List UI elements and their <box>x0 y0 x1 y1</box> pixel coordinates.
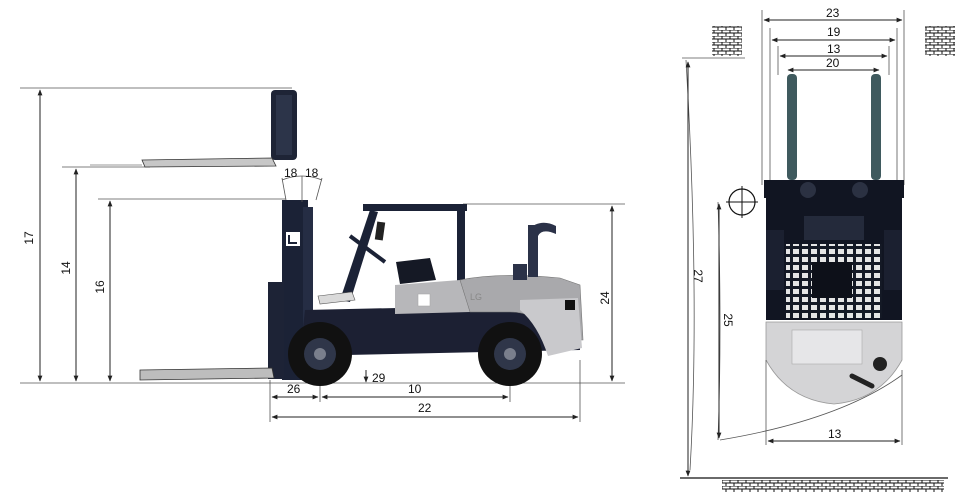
dimension-label-14: 14 <box>59 261 73 275</box>
top-chassis <box>766 198 902 320</box>
dimension-label-20: 20 <box>826 56 840 70</box>
rear-wheel <box>478 322 542 386</box>
dimension-label-29: 29 <box>372 371 386 385</box>
dimension-label-25: 25 <box>721 313 735 327</box>
dimension-20: 20 <box>787 56 880 73</box>
left-fork <box>787 74 797 180</box>
dimension-24: 24 <box>598 205 615 382</box>
wall-brick-icon <box>712 26 742 56</box>
dimension-19: 19 <box>771 25 896 43</box>
svg-text:LG: LG <box>470 292 482 302</box>
dimension-label-24: 24 <box>598 291 612 305</box>
dimension-label-16: 16 <box>93 280 107 294</box>
dimension-22: 22 <box>271 401 579 420</box>
dimension-27: 27 <box>685 61 705 477</box>
raised-carriage <box>90 90 297 168</box>
dimension-label-23: 23 <box>826 6 840 20</box>
dimension-29: 29 <box>363 370 386 385</box>
dimension-10: 10 <box>321 382 509 400</box>
dimension-13-bottom: 13 <box>767 427 901 444</box>
top-counterweight <box>765 321 903 405</box>
tilt-dimension: 18 18 <box>281 166 323 202</box>
dimension-14: 14 <box>59 168 79 382</box>
wall-brick-icon <box>925 26 955 56</box>
dimension-label-10: 10 <box>408 382 422 396</box>
front-wheel <box>288 322 352 386</box>
dimension-label-18-left: 18 <box>284 166 298 180</box>
dimension-label-17: 17 <box>22 231 36 245</box>
dimension-label-27: 27 <box>691 269 705 283</box>
overhead-guard <box>317 204 467 312</box>
dimension-label-18-right: 18 <box>305 166 319 180</box>
lowered-forks <box>139 367 275 381</box>
dimension-label-13-bottom: 13 <box>828 427 842 441</box>
dimension-label-19: 19 <box>827 25 841 39</box>
ground-hatch-icon <box>680 477 948 492</box>
dimension-26: 26 <box>271 382 319 400</box>
dimension-label-26: 26 <box>287 382 301 396</box>
dimension-label-22: 22 <box>418 401 432 415</box>
dimension-13-top: 13 <box>779 42 888 59</box>
dimension-label-13-top: 13 <box>827 42 841 56</box>
crosshair-icon <box>726 186 758 218</box>
side-view: 17 14 16 24 <box>20 87 625 422</box>
dimension-16: 16 <box>93 200 113 382</box>
right-fork <box>871 74 881 180</box>
dimension-25: 25 <box>716 203 735 439</box>
dimension-23: 23 <box>763 6 903 23</box>
dimension-17: 17 <box>22 89 43 382</box>
top-view: 23 19 13 20 <box>680 6 955 492</box>
